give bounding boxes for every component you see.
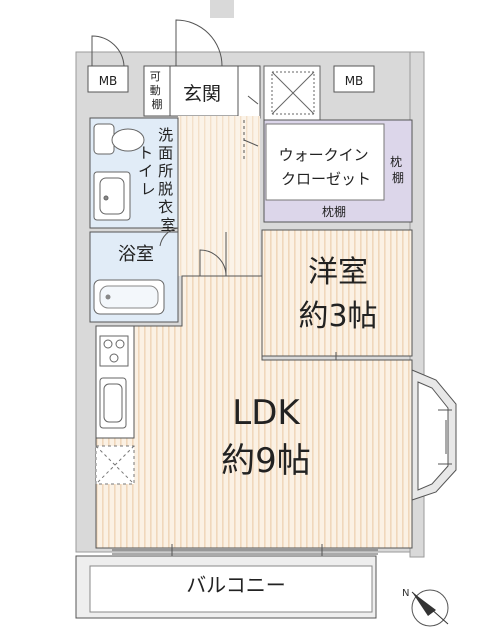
meter-box-right: MB: [333, 65, 375, 93]
shoe-cabinet: [237, 65, 261, 119]
fridge-space: [95, 445, 135, 485]
kitchen-sink: [99, 377, 127, 429]
western-room: 洋室 約3帖: [261, 229, 413, 357]
entrance-label: 玄関: [183, 83, 221, 105]
pillow-shelf-side-label: 枕 棚: [390, 154, 406, 185]
balcony-label: バルコニー: [186, 573, 286, 597]
walkin-closet-label: ウォークイン クローゼット: [279, 146, 374, 188]
bathroom: 浴室: [89, 231, 179, 323]
toilet-label: ト イ レ: [138, 144, 158, 198]
ldk-name: LDK: [232, 393, 301, 433]
storage-cross-box: [263, 65, 321, 121]
bathroom-label: 浴室: [118, 244, 154, 265]
bay-window: [411, 369, 457, 501]
ldk-size: 約9帖: [221, 441, 311, 481]
stove: [99, 335, 129, 367]
western-room-sliding-door: [292, 352, 394, 360]
door-frame-top: [210, 0, 234, 18]
front-door-swing-main: [175, 19, 223, 67]
kitchen-counter: [95, 325, 135, 439]
front-door-swing-left: [91, 35, 125, 67]
closet-door-marks: [243, 95, 259, 162]
western-room-size: 約3帖: [298, 299, 377, 334]
movable-shelf-label: 可 動 棚: [150, 70, 165, 111]
sink-fixture: [93, 171, 131, 221]
svg-text:N: N: [402, 588, 409, 599]
washroom: 洗 面 所 脱 衣 室 ト イ レ: [89, 117, 179, 234]
ldk-room: LDK 約9帖: [95, 275, 413, 549]
movable-shelf: 可 動 棚: [143, 65, 171, 117]
meter-box-left: MB: [87, 65, 129, 93]
western-room-name: 洋室: [308, 255, 368, 290]
walkin-closet: ウォークイン クローゼット 枕 棚 枕棚: [263, 119, 413, 223]
bathroom-door-swing: [159, 227, 179, 250]
entrance-area: 玄関: [169, 65, 239, 117]
washroom-label: 洗 面 所 脱 衣 室: [158, 126, 178, 234]
mb-right-label: MB: [345, 74, 364, 88]
balcony: バルコニー: [75, 555, 377, 619]
pillow-shelf-bottom-label: 枕棚: [322, 204, 346, 219]
toilet-fixture: [93, 123, 145, 155]
north-arrow-icon: N: [402, 588, 449, 627]
mb-left-label: MB: [99, 74, 118, 88]
hallway-floor: [178, 116, 260, 276]
